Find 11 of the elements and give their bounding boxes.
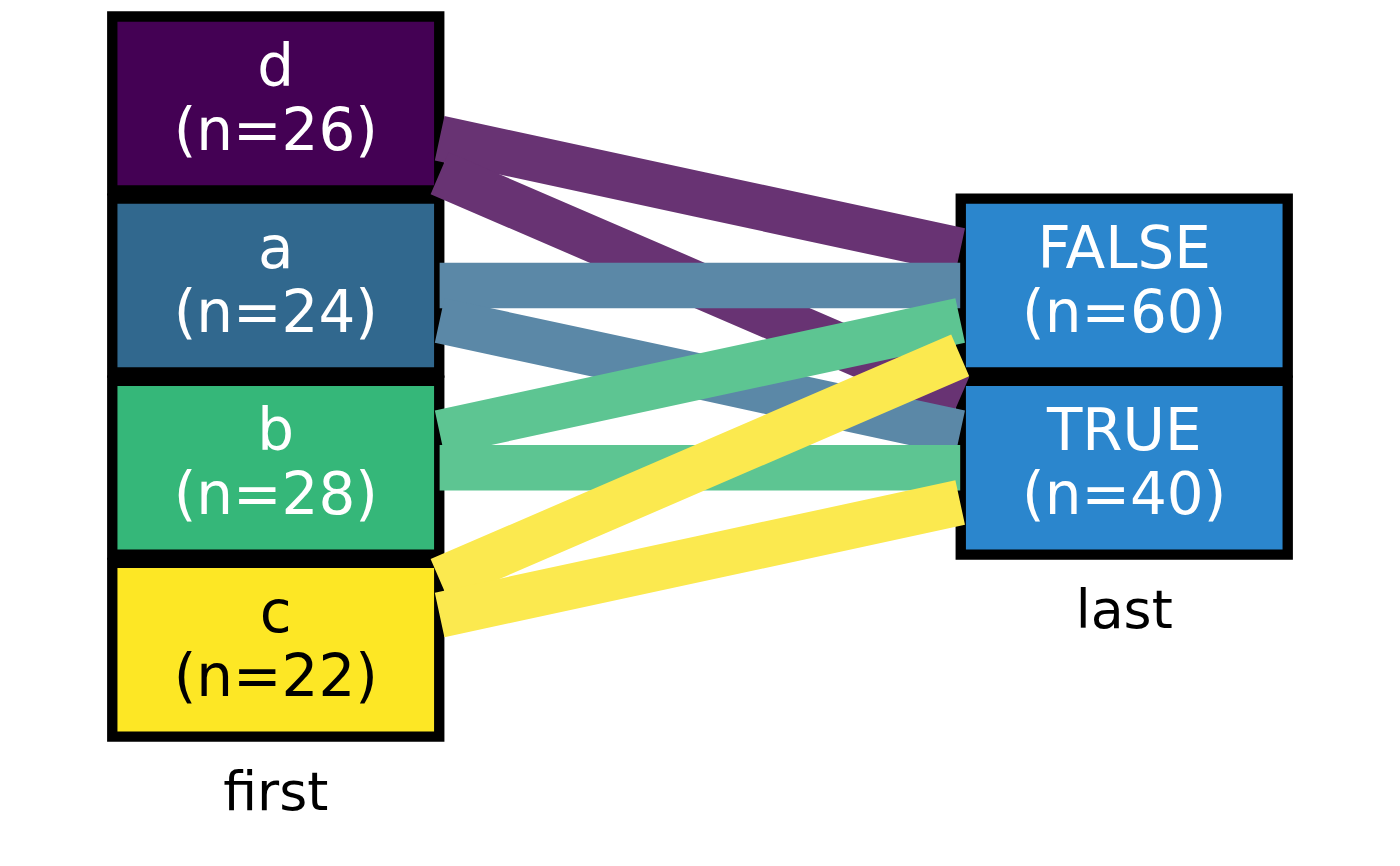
node-box: b (n=28) — [107, 375, 445, 560]
connector — [434, 480, 965, 638]
label: first — [223, 759, 329, 823]
label: last — [1075, 577, 1173, 641]
node-box: c (n=22) — [107, 557, 445, 742]
node-box: d (n=26) — [107, 11, 445, 196]
node-box: TRUE (n=40) — [955, 375, 1293, 560]
node-box: FALSE (n=60) — [955, 193, 1293, 378]
connector — [439, 444, 961, 491]
node-box: a (n=24) — [107, 193, 445, 378]
connector — [439, 262, 961, 309]
